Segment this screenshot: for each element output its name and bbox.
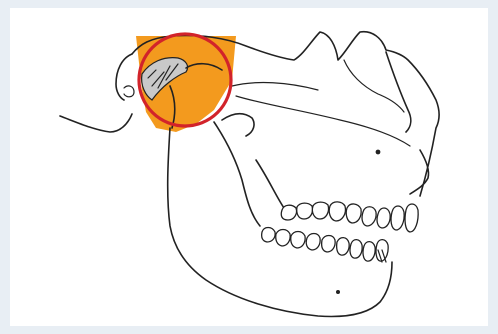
cheek-line bbox=[236, 96, 410, 146]
foramen-dot bbox=[376, 150, 381, 155]
zygomatic-line bbox=[232, 83, 318, 90]
styloid-line bbox=[60, 114, 132, 132]
ear-canal bbox=[124, 86, 134, 97]
upper-teeth bbox=[281, 202, 418, 232]
orbit-outline bbox=[386, 52, 411, 132]
lower-teeth bbox=[262, 228, 389, 263]
mental-foramen-dot bbox=[336, 290, 340, 294]
ramus-front bbox=[214, 122, 260, 226]
coronoid bbox=[222, 114, 254, 136]
mandible-outline bbox=[168, 128, 392, 316]
maxilla-outline bbox=[256, 160, 284, 208]
orbit-inner bbox=[344, 60, 404, 112]
nasal-outline bbox=[410, 150, 429, 194]
mastoid-outline bbox=[116, 54, 132, 100]
